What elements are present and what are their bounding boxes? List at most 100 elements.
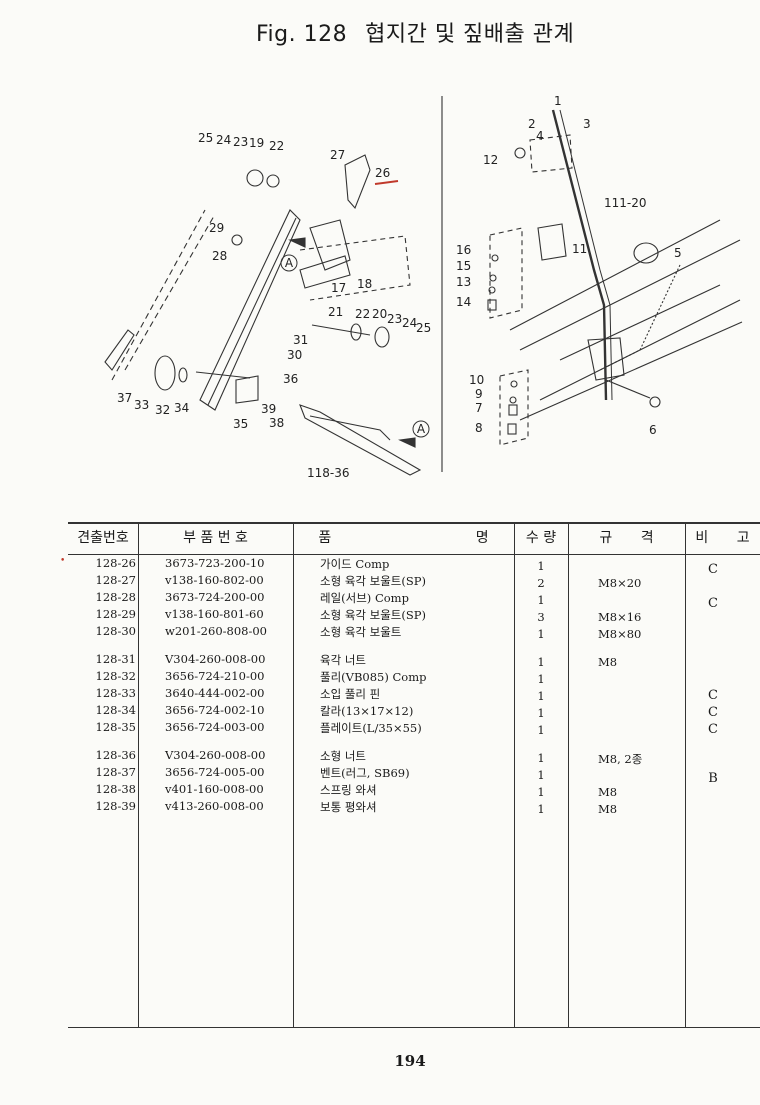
row-spec: M8×80 [598,627,642,641]
callouts-left: 25 24 23 19 22 27 26 29 28 17 18 21 22 2… [117,131,431,480]
callout-label: 11 [572,242,587,256]
row-spec: M8×16 [598,610,642,624]
row-part-no: V304-260-008-00 [165,652,266,666]
row-part-name: 가이드 Comp [320,557,390,571]
row-part-no: 3673-724-200-00 [165,590,265,604]
row-part-no: 3656-724-210-00 [165,669,265,683]
header-part-name: 품 명 [318,530,489,546]
callout-label: 26 [375,166,390,180]
row-part-no: 3656-724-003-00 [165,720,265,734]
row-index-no: 128-39 [95,799,136,813]
callout-label: 25 [198,131,213,145]
page-number: 194 [394,1052,426,1070]
row-index-no: 128-33 [95,686,136,700]
row-index-no: 128-32 [95,669,136,683]
header-spec: 규 격 [599,530,654,546]
callout-label: 13 [456,275,471,289]
callout-label: 19 [249,136,264,150]
row-quantity: 1 [537,593,545,607]
row-index-no: 128-36 [95,748,136,762]
row-part-name: 레일(서브) Comp [320,591,409,605]
figure-name: 협지간 및 짚배출 관계 [365,22,575,47]
callout-label: 1 [554,94,562,108]
row-index-no: 128-28 [95,590,136,604]
marker-a-left: A [280,254,298,272]
callout-label: 18 [357,277,372,291]
row-index-no: 128-37 [95,765,136,779]
svg-text:A: A [417,422,426,436]
row-quantity: 1 [537,768,545,782]
callout-label: 4 [536,129,544,143]
callout-label: 29 [209,221,224,235]
callout-label: 37 [117,391,132,405]
callout-label: 22 [355,307,370,321]
callout-label: 17 [331,281,346,295]
row-part-no: 3656-724-002-10 [165,703,265,717]
row-remark: C [708,562,718,577]
red-annotation-mark [374,180,399,185]
callout-label: 31 [293,333,308,347]
row-quantity: 1 [537,627,545,641]
row-index-no: 128-34 [95,703,136,717]
callout-label: 27 [330,148,345,162]
row-quantity: 1 [537,672,545,686]
callout-label: 28 [212,249,227,263]
row-part-no: v401-160-008-00 [165,782,264,796]
row-quantity: 3 [537,610,545,624]
callout-label: 34 [174,401,189,415]
callout-label: 15 [456,259,471,273]
row-index-no: 128-38 [95,782,136,796]
callout-label: 5 [674,246,682,260]
row-part-name: 소형 너트 [320,749,366,763]
row-part-name: 풀리(VB085) Comp [320,670,427,684]
row-index-no: 128-30 [95,624,136,638]
row-quantity: 1 [537,751,545,765]
callout-label: 36 [283,372,298,386]
row-part-name: 소형 육각 보울트(SP) [320,608,426,622]
row-spec: M8 [598,802,618,816]
callout-label: 14 [456,295,471,309]
red-dot-mark: • [60,556,66,566]
callout-label: 33 [134,398,149,412]
callout-label: 30 [287,348,302,362]
callout-label: 12 [483,153,498,167]
parts-diagram: A A 25 24 23 19 22 27 26 29 28 17 18 21 … [104,94,743,480]
row-remark: C [708,722,718,737]
row-part-name: 보통 평와셔 [320,800,377,814]
row-part-no: 3673-723-200-10 [165,556,265,570]
row-part-name: 소형 육각 보울트(SP) [320,574,426,588]
callout-label: 32 [155,403,170,417]
header-quantity: 수 량 [525,530,557,546]
callout-label: 39 [261,402,276,416]
callout-label: 8 [475,421,483,435]
row-remark: C [708,596,718,611]
row-quantity: 1 [537,559,545,573]
row-quantity: 1 [537,689,545,703]
row-part-no: v413-260-008-00 [165,799,264,813]
callout-label: 21 [328,305,343,319]
row-part-no: w201-260-808-00 [165,624,267,638]
callout-label: 10 [469,373,484,387]
callout-label: 3 [583,117,591,131]
row-quantity: 2 [537,576,545,590]
row-part-name: 스프링 와셔 [320,783,377,797]
row-part-name: 소형 육각 보울트 [320,625,402,639]
row-quantity: 1 [537,655,545,669]
callout-label: 20 [372,307,387,321]
callout-label: 38 [269,416,284,430]
header-remarks: 비 고 [695,530,750,546]
row-index-no: 128-27 [95,573,136,587]
diagram-drawing [104,96,743,476]
row-part-name: 육각 너트 [320,653,366,667]
row-remark: C [708,705,718,720]
callout-label: 111-20 [604,196,647,210]
row-part-no: 3656-724-005-00 [165,765,265,779]
callout-label: 23 [387,312,402,326]
row-part-name: 플레이트(L/35×55) [320,721,422,735]
callouts-right: 1 2 3 4 12 111-20 16 11 15 13 14 5 10 9 … [456,94,682,437]
callout-label: 35 [233,417,248,431]
row-index-no: 128-29 [95,607,136,621]
row-index-no: 128-26• [60,556,136,570]
row-quantity: 1 [537,706,545,720]
